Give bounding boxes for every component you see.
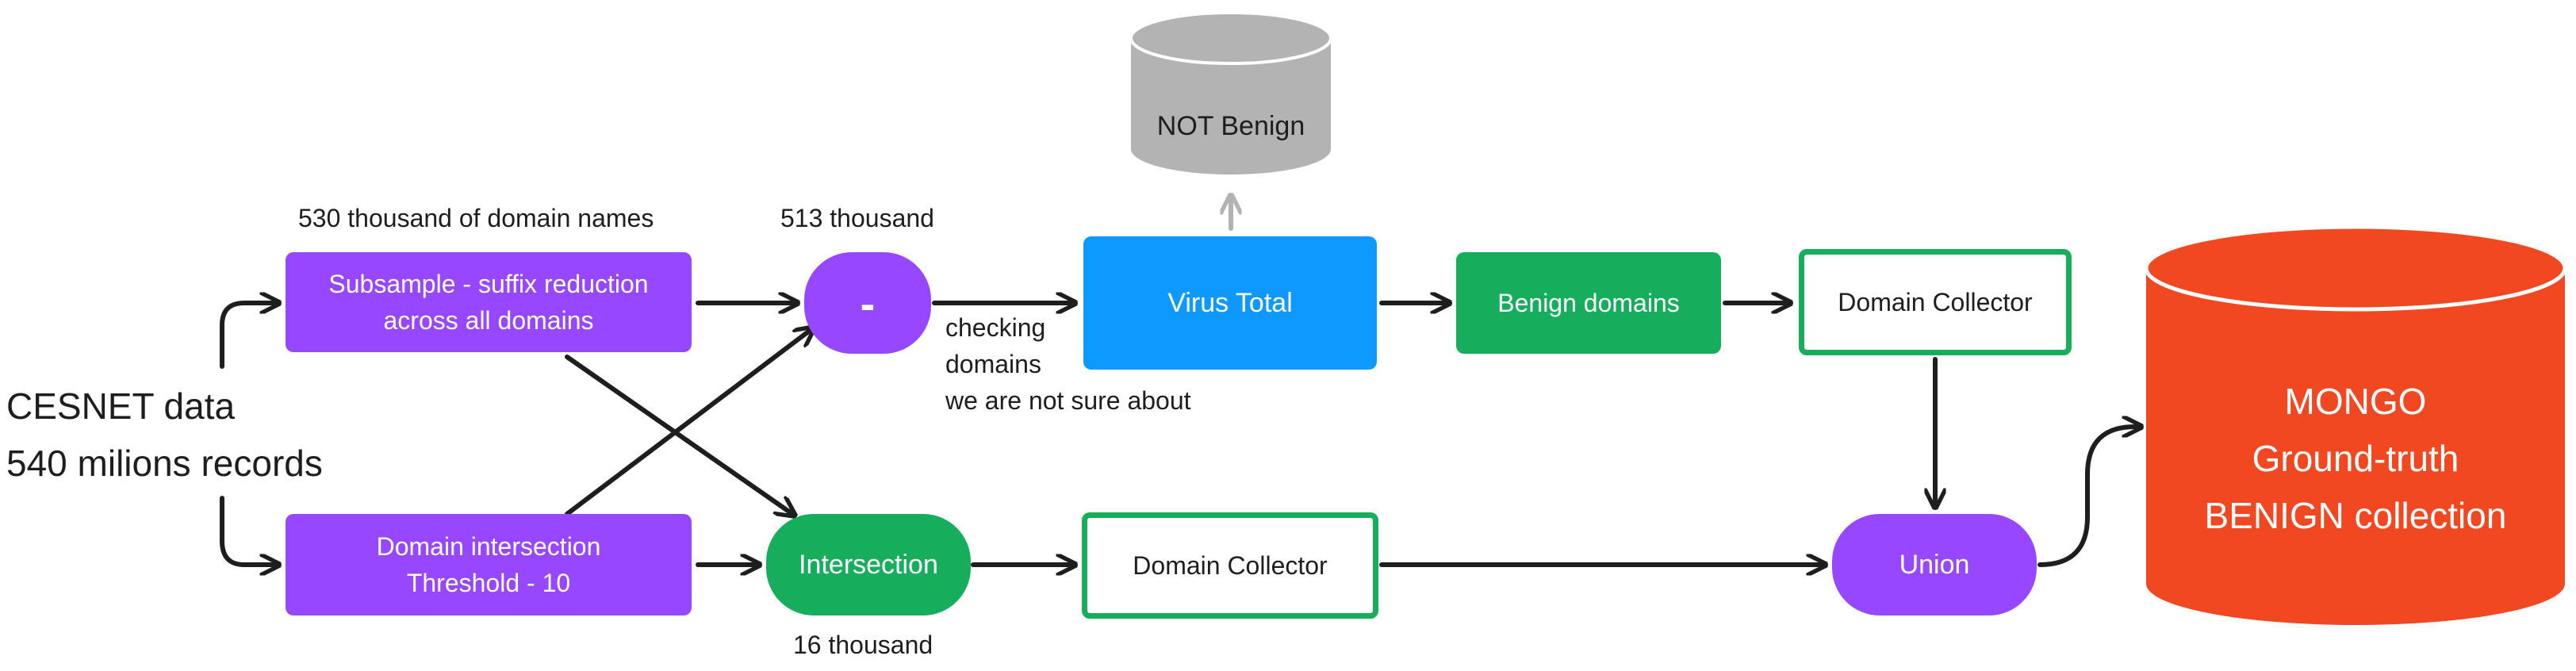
top-count-label: 530 thousand of domain names [298,204,654,232]
subsample-line-2: across all domains [383,306,594,335]
intersection-filter-line-1: Domain intersection [376,532,601,561]
not-benign-cylinder [1129,11,1332,174]
checking-line-1: checking [945,313,1046,342]
arrow-source-to-subsample [220,303,282,369]
arrow-filter-to-minus [565,328,814,516]
checking-label: checking domains we are not sure about [945,309,1191,419]
checking-line-3: we are not sure about [945,386,1191,415]
mongo-line-3: BENIGN collection [2204,495,2507,536]
intersection-node: Intersection [766,514,971,615]
not-benign-label: NOT Benign [1156,111,1305,141]
source-line-2: 540 milions records [6,443,323,484]
arrow-source-to-intersection-filter [220,496,282,565]
mongo-line-2: Ground-truth [2252,438,2459,479]
source-label: CESNET data 540 milions records [6,378,323,492]
checking-line-2: domains [945,350,1041,378]
mongo-label: MONGO Ground-truth BENIGN collection [2146,373,2565,544]
union-node: Union [1832,514,2037,615]
benign-domains-box: Benign domains [1456,252,1721,354]
subsample-line-1: Subsample - suffix reduction [328,270,649,298]
bottom-count-label: 16 thousand [793,631,933,659]
intersection-filter-box: Domain intersection Threshold - 10 [286,514,692,615]
mongo-cylinder [2144,224,2567,625]
mongo-line-1: MONGO [2284,381,2427,422]
domain-collector-top-box: Domain Collector [1799,249,2072,355]
intersection-filter-line-2: Threshold - 10 [406,569,571,597]
subsample-box: Subsample - suffix reduction across all … [286,252,692,352]
virus-total-box: Virus Total [1083,236,1377,370]
mid-count-label: 513 thousand [780,204,934,232]
domain-collector-bottom-box: Domain Collector [1082,512,1378,619]
source-line-1: CESNET data [6,385,236,427]
arrow-subsample-to-intersection [565,355,795,516]
arrow-union-to-mongo [2037,427,2144,567]
minus-node: - [804,252,931,354]
